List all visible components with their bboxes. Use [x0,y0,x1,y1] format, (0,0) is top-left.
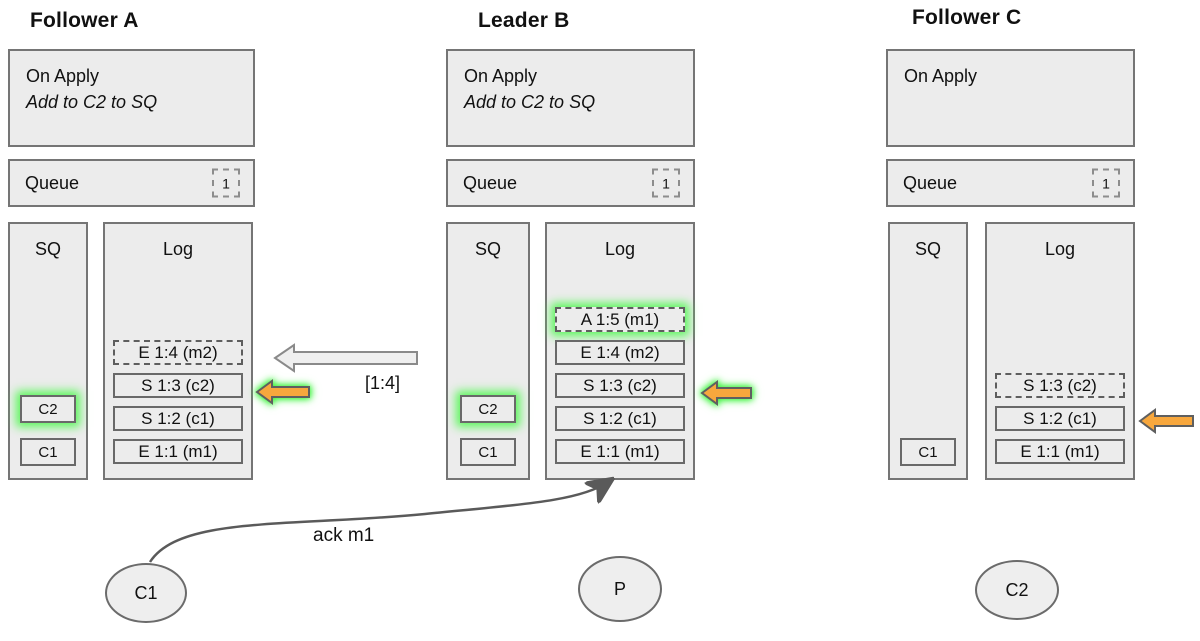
sq-item-c1: C1 [20,438,76,466]
queue-count-badge: 1 [212,168,240,198]
apply-pointer-c-icon [1138,408,1194,434]
log-entry: E 1:4 (m2) [555,340,685,365]
replicate-range-label: [1:4] [365,373,401,393]
queue-count-badge: 1 [1092,168,1120,198]
on-apply-box-a: On Apply Add to C2 to SQ [8,49,255,147]
node-title-follower-a: Follower A [30,9,139,32]
queue-count-badge: 1 [652,168,680,198]
ack-arrow-icon [148,482,608,563]
log-entry: S 1:3 (c2) [113,373,243,398]
queue-label: Queue [903,172,958,193]
log-box-a: Log E 1:4 (m2) S 1:3 (c2) S 1:2 (c1) E 1… [103,222,253,480]
on-apply-rule: Add to C2 to SQ [26,92,158,113]
apply-pointer-b-icon [700,380,752,406]
sq-box-a: SQ C2 C1 [8,222,88,480]
queue-label: Queue [25,172,80,193]
log-entry: S 1:2 (c1) [995,406,1125,431]
ack-label: ack m1 [313,525,375,546]
sq-item-c2: C2 [20,395,76,423]
on-apply-box-b: On Apply Add to C2 to SQ [446,49,695,147]
proposer-p-ellipse: P [578,556,662,622]
client-c1-label: C1 [134,582,158,603]
sq-box-c: SQ C1 [888,222,968,480]
log-entry: S 1:2 (c1) [113,406,243,431]
sq-label: SQ [914,239,941,259]
log-entry: S 1:3 (c2) [995,373,1125,398]
client-c1-ellipse: C1 [105,563,187,623]
proposer-p-label: P [613,578,626,599]
on-apply-box-c: On Apply [886,49,1135,147]
log-box-c: Log S 1:3 (c2) S 1:2 (c1) E 1:1 (m1) [985,222,1135,480]
queue-box-a: Queue 1 [8,159,255,207]
log-entry: E 1:4 (m2) [113,340,243,365]
log-entry: S 1:2 (c1) [555,406,685,431]
sq-item-c2: C2 [460,395,516,423]
node-title-follower-c: Follower C [912,6,1022,29]
log-entry: E 1:1 (m1) [995,439,1125,464]
on-apply-label: On Apply [464,66,538,86]
client-c2-ellipse: C2 [975,560,1059,620]
sq-label: SQ [474,239,501,259]
log-entry-new: A 1:5 (m1) [555,307,685,332]
sq-item-c1: C1 [900,438,956,466]
log-label: Log [604,239,636,259]
log-box-b: Log A 1:5 (m1) E 1:4 (m2) S 1:3 (c2) S 1… [545,222,695,480]
sq-item-c1: C1 [460,438,516,466]
log-label: Log [1044,239,1076,259]
queue-box-c: Queue 1 [886,159,1135,207]
on-apply-label: On Apply [26,66,100,86]
queue-box-b: Queue 1 [446,159,695,207]
node-title-leader-b: Leader B [478,9,570,32]
log-entry: S 1:3 (c2) [555,373,685,398]
log-entry: E 1:1 (m1) [555,439,685,464]
log-label: Log [162,239,194,259]
apply-pointer-a-icon [255,379,310,405]
log-entry: E 1:1 (m1) [113,439,243,464]
on-apply-label: On Apply [904,66,978,86]
queue-label: Queue [463,172,518,193]
on-apply-rule: Add to C2 to SQ [464,92,596,113]
client-c2-label: C2 [1005,579,1029,600]
sq-box-b: SQ C2 C1 [446,222,530,480]
sq-label: SQ [34,239,61,259]
replicate-arrow-icon [273,343,418,373]
